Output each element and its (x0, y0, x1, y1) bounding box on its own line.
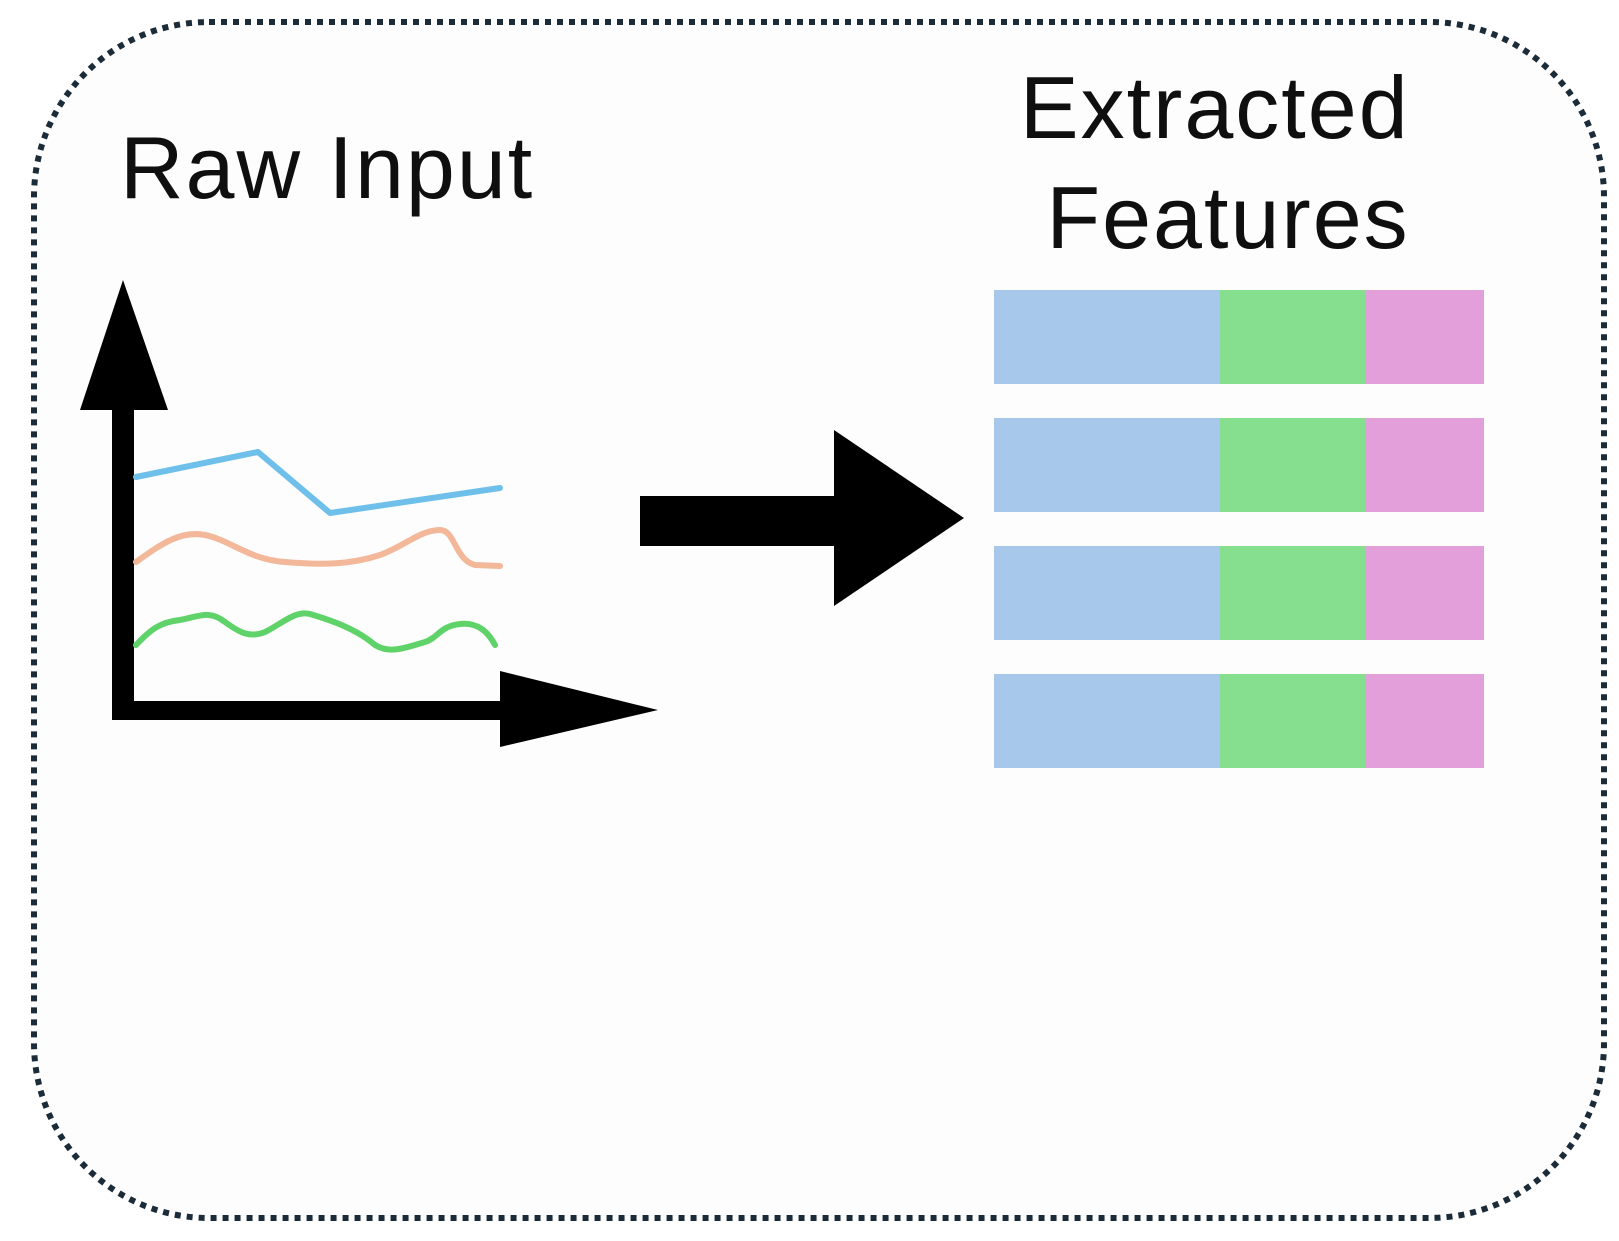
feature-row (994, 546, 1484, 640)
feature-segment-2 (1220, 418, 1366, 512)
feature-row (994, 674, 1484, 768)
arrow-head (834, 430, 964, 606)
x-axis-arrowhead (500, 671, 658, 747)
y-axis-arrowhead (80, 280, 168, 410)
extracted-features-label: Extracted Features (1020, 58, 1436, 267)
feature-segment-2 (1220, 290, 1366, 384)
signal-line-2 (133, 527, 503, 569)
feature-segment-3 (1366, 546, 1484, 640)
feature-segment-1 (994, 290, 1220, 384)
feature-segment-1 (994, 418, 1220, 512)
feature-rows (994, 290, 1484, 768)
feature-row (994, 418, 1484, 512)
feature-segment-3 (1366, 290, 1484, 384)
feature-segment-2 (1220, 674, 1366, 768)
feature-segment-3 (1366, 674, 1484, 768)
y-axis-line (112, 400, 134, 718)
x-axis-line (112, 701, 502, 720)
raw-input-label: Raw Input (120, 118, 534, 217)
feature-row (994, 290, 1484, 384)
transform-arrow (640, 430, 964, 606)
feature-segment-1 (994, 546, 1220, 640)
signal-line-3 (133, 610, 498, 653)
raw-signals (133, 449, 503, 653)
arrow-shaft (640, 496, 850, 546)
feature-segment-3 (1366, 418, 1484, 512)
extracted-features-line-1: Extracted (1020, 58, 1410, 157)
feature-segment-1 (994, 674, 1220, 768)
feature-segment-2 (1220, 546, 1366, 640)
signal-line-1 (133, 449, 503, 516)
extracted-features-line-2: Features (1046, 168, 1409, 267)
signal-plot-axes (80, 280, 658, 747)
